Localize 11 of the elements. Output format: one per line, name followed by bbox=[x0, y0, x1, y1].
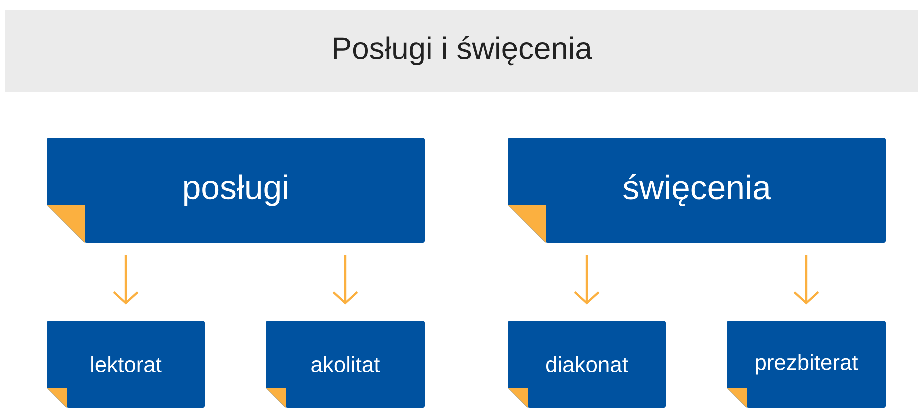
arrow bbox=[794, 255, 820, 305]
arrow bbox=[574, 255, 600, 305]
arrow bbox=[113, 255, 139, 305]
folded-card: posługi bbox=[47, 138, 425, 243]
folded-card: lektorat bbox=[47, 321, 205, 408]
folded-card: święcenia bbox=[508, 138, 886, 243]
folded-card: akolitat bbox=[266, 321, 425, 408]
arrow bbox=[332, 255, 358, 305]
folded-card: prezbiterat bbox=[727, 321, 886, 408]
title-band: Posługi i święcenia bbox=[5, 10, 918, 92]
folded-card: diakonat bbox=[508, 321, 666, 408]
